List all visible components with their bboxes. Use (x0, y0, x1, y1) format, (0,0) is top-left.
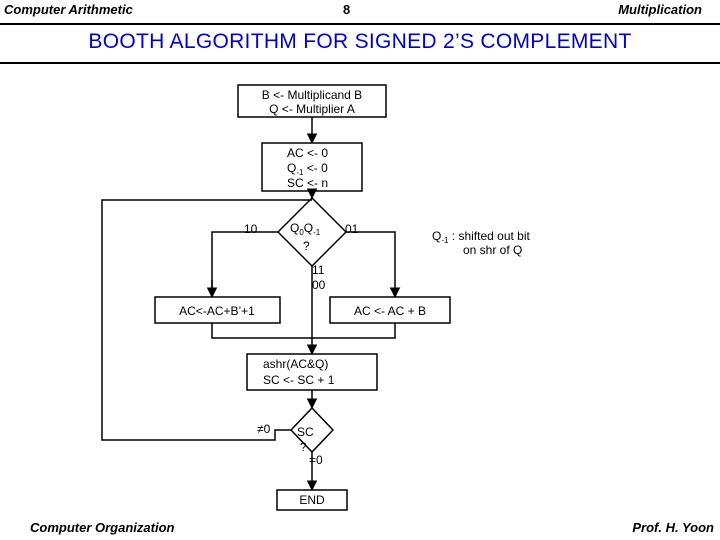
note-line2: on shr of Q (463, 243, 522, 257)
clear-box (261, 142, 363, 192)
merge-from-subtract (211, 323, 312, 339)
merge-from-add (312, 323, 396, 339)
sc-line2: ? (300, 440, 307, 454)
clear-line3: SC <- n (287, 176, 328, 190)
note-line1: Q-1 : shifted out bit (432, 229, 531, 245)
sc-line1: SC (297, 425, 314, 439)
subtract-label: AC<-AC+B’+1 (179, 304, 255, 318)
arrow-branch-01 (346, 231, 396, 280)
arrow-branch-10 (211, 231, 278, 297)
decision-question: ? (303, 239, 310, 253)
add-label: AC <- AC + B (354, 304, 426, 318)
clear-line2: Q-1 <- 0 (287, 161, 328, 177)
footer-author: Prof. H. Yoon (632, 520, 714, 535)
header-page-number: 8 (343, 2, 351, 17)
title-rule (0, 62, 720, 64)
header-rule (0, 23, 720, 25)
branch-label-10: 10 (244, 222, 258, 236)
branch-label-00: 00 (312, 278, 326, 292)
clear-line1: AC <- 0 (287, 146, 328, 160)
exit-label-eq0: =0 (309, 453, 323, 467)
shift-line1: ashr(AC&Q) (263, 357, 328, 371)
shift-line2: SC <- SC + 1 (263, 373, 335, 387)
end-label: END (299, 493, 325, 507)
decision-label: Q0Q-1 (290, 221, 321, 237)
subtract-box (154, 296, 281, 324)
header-topic: Multiplication (618, 2, 702, 17)
loop-label-ne0: ≠0 (257, 422, 271, 436)
end-box (276, 489, 348, 511)
header-course: Computer Arithmetic (4, 2, 133, 17)
branch-label-01: 01 (345, 222, 359, 236)
init-line1: B <- Multiplicand B (262, 88, 362, 102)
loop-back-path (101, 199, 312, 441)
branch-label-11: 11 (312, 263, 325, 277)
slide-title: BOOTH ALGORITHM FOR SIGNED 2’S COMPLEMEN… (88, 30, 632, 53)
add-box (329, 296, 451, 324)
footer-course: Computer Organization (30, 520, 175, 535)
init-line2: Q <- Multiplier A (269, 102, 355, 116)
